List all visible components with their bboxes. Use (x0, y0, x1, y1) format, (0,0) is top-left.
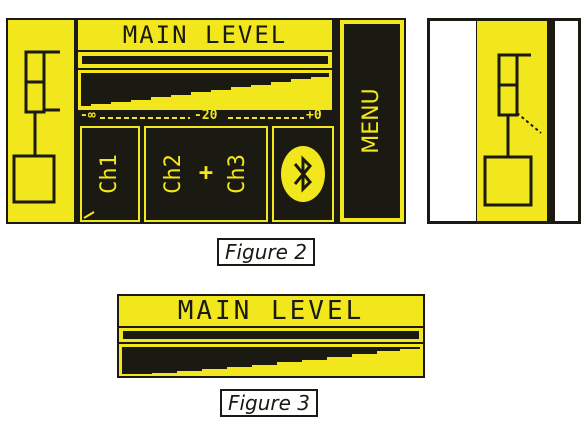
fader-icon (483, 53, 542, 207)
lcd-main-screen: MAIN LEVEL -∞ -20 +0 Ch1 Ch2 + Ch3 (6, 18, 406, 224)
level-ramp[interactable] (81, 73, 329, 107)
plus-label: + (198, 158, 214, 186)
level-scale: -∞ -20 +0 (78, 108, 332, 124)
level-track (78, 52, 332, 68)
menu-button[interactable]: MENU (344, 24, 400, 218)
menu-label: MENU (359, 88, 384, 154)
zoomed-fader-panel (477, 21, 547, 221)
bluetooth-icon (281, 146, 325, 202)
figure-3-caption: Figure 3 (220, 389, 318, 417)
ch1-button[interactable]: Ch1 (80, 126, 140, 222)
scale-mid-label: -20 (194, 108, 218, 123)
level-ramp-box (78, 70, 332, 110)
lcd-level-detail: MAIN LEVEL (117, 294, 425, 378)
menu-button-frame: MENU (340, 20, 404, 222)
scale-max-label: +0 (306, 108, 322, 123)
detail-level-track (119, 328, 423, 342)
ch2-label: Ch2 (161, 154, 186, 194)
detail-level-ramp[interactable] (122, 347, 420, 376)
main-level-title-bar: MAIN LEVEL (78, 20, 332, 50)
main-level-title: MAIN LEVEL (122, 21, 288, 49)
ch2-ch3-button[interactable]: Ch2 + Ch3 (144, 126, 268, 222)
ch3-label: Ch3 (225, 154, 250, 194)
scale-min-label: -∞ (80, 108, 96, 123)
figure-2-caption: Figure 2 (217, 238, 315, 266)
detail-title-bar: MAIN LEVEL (119, 296, 423, 326)
detail-level-ramp-box (119, 344, 423, 376)
fader-icon (12, 50, 60, 204)
fader-panel (8, 20, 74, 222)
zoomed-fader-view (427, 18, 581, 224)
detail-main-level-title: MAIN LEVEL (177, 296, 365, 326)
bluetooth-button[interactable] (272, 126, 334, 222)
